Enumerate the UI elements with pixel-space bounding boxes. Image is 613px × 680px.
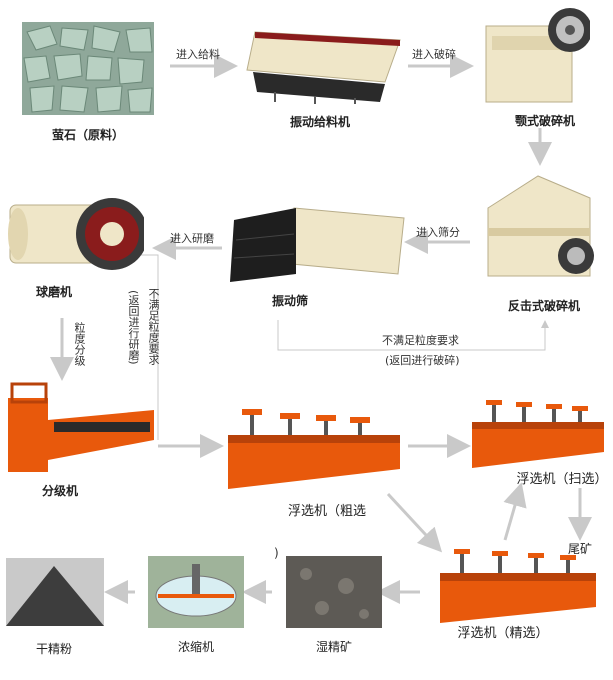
dry-powder-label: 干精粉 (35, 642, 72, 656)
screen-label: 振动筛 (271, 294, 308, 308)
flotation-scavenge-image (472, 400, 604, 468)
return-mill-note-1: 不满足粒度要求 (147, 288, 160, 365)
dry-powder-image (6, 558, 104, 626)
to-screen-note: 进入筛分 (416, 226, 460, 239)
to-mill-note: 进入研磨 (170, 232, 214, 245)
return-crush-note-2: (返回进行破碎) (385, 354, 460, 367)
impact-crusher-image (487, 175, 594, 277)
fluorite-ore-image (22, 22, 154, 115)
to-crush-note: 进入破碎 (412, 48, 456, 61)
flotation-clean-image (440, 549, 596, 623)
wet-concentrate-label: 湿精矿 (315, 640, 352, 654)
tailings-label: 尾矿 (567, 542, 592, 556)
rough-closing-paren: ) (274, 546, 279, 560)
to-feeder-note: 进入给料 (176, 48, 220, 61)
wet-concentrate-image (286, 556, 382, 628)
return-mill-note-2: (返回进行研磨) (127, 290, 140, 365)
flotation-clean-label: 浮选机（精选） (457, 626, 549, 641)
return-crush-note-1: 不满足粒度要求 (382, 334, 459, 347)
ball-mill-image (8, 198, 144, 270)
classifier-label: 分级机 (41, 484, 78, 498)
spiral-classifier-image (8, 382, 154, 472)
jaw-label: 颚式破碎机 (514, 114, 575, 128)
grading-note: 粒度分级 (73, 322, 86, 366)
vibrating-screen-image (230, 207, 405, 282)
jaw-crusher-image (485, 8, 590, 103)
feeder-label: 振动给料机 (289, 115, 350, 129)
flotation-rough-label: 浮选机（粗选 (287, 504, 366, 519)
vibrating-feeder-image (246, 31, 401, 104)
flotation-rough-image (228, 409, 400, 489)
ball-mill-label: 球磨机 (35, 285, 72, 299)
thickener-image (148, 556, 244, 628)
impact-crusher-label: 反击式破碎机 (507, 299, 580, 313)
ore-label: 萤石（原料） (51, 128, 124, 142)
flotation-scavenge-label: 浮选机（扫选） (516, 472, 608, 487)
thickener-label: 浓缩机 (177, 640, 214, 654)
